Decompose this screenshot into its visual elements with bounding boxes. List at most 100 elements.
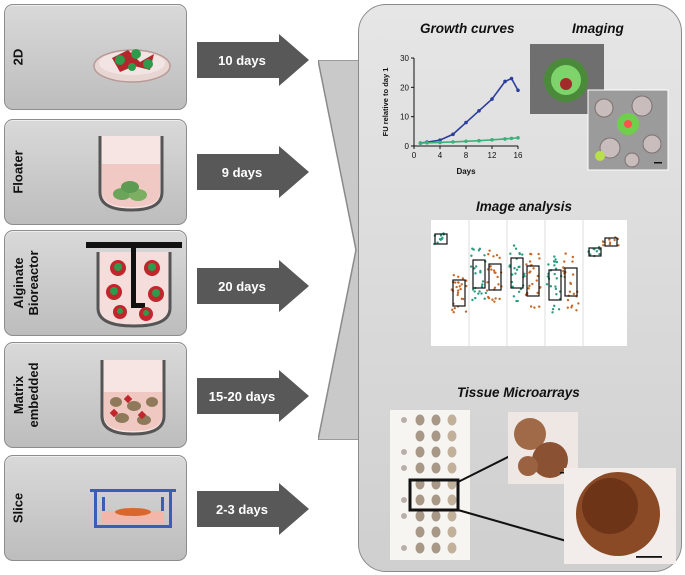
boxplot-point (477, 292, 480, 295)
boxplot-point (513, 267, 516, 270)
boxplot-point (557, 308, 561, 311)
image-analysis-boxplot (431, 220, 627, 346)
boxplot-point (473, 267, 476, 270)
boxplot-point (453, 307, 457, 310)
method-label-floater: Floater (10, 150, 26, 194)
y-axis-label: FU relative to day 1 (381, 68, 390, 137)
method-label-2d: 2D (10, 48, 26, 66)
boxplot-point (537, 305, 541, 308)
boxplot-point (471, 247, 474, 250)
tma-core (447, 510, 457, 522)
image-analysis-title: Image analysis (476, 199, 573, 214)
x-tick-label: 12 (488, 151, 497, 160)
boxplot-point (456, 293, 459, 297)
boxplot-point (493, 300, 496, 303)
boxplot-point (452, 273, 456, 277)
method-label-matrix-line2: embedded (26, 362, 41, 428)
tma-core (447, 446, 457, 458)
tma-core (415, 446, 425, 458)
boxplot-point (533, 306, 536, 309)
x-tick-label: 8 (464, 151, 469, 160)
boxplot-point (514, 247, 518, 250)
boxplot-point (570, 306, 573, 309)
boxplot-point (438, 237, 442, 241)
y-tick-label: 20 (400, 83, 409, 92)
boxplot-point (456, 291, 460, 295)
boxplot-point (525, 263, 528, 266)
boxplot-point (554, 287, 558, 291)
tma-core (401, 545, 407, 551)
boxplot-point (480, 285, 484, 288)
x-tick-label: 4 (438, 151, 443, 160)
tma-core (431, 462, 441, 474)
series-point-0 (464, 120, 468, 125)
boxplot-point (457, 289, 460, 292)
boxplot-point (498, 256, 501, 260)
boxplot-point (537, 252, 540, 256)
tma-core (401, 417, 407, 423)
boxplot-point (553, 264, 556, 267)
boxplot-point (563, 260, 566, 263)
boxplot-point (477, 249, 481, 252)
boxplot-point (491, 298, 494, 301)
boxplot-point (487, 253, 490, 256)
series-point-0 (490, 97, 494, 101)
series-point-0 (509, 76, 514, 81)
boxplot-point (458, 285, 461, 288)
x-tick-label: 16 (514, 151, 523, 160)
boxplot-point (451, 308, 454, 312)
arrow-alginate-duration: 20 days (197, 260, 309, 312)
boxplot-point (460, 283, 463, 286)
method-label-alginate-line2: Bioreactor (26, 250, 41, 316)
tma-core (401, 513, 407, 519)
boxplot-point (532, 267, 535, 270)
boxplot-point (528, 260, 532, 263)
tma-core (431, 526, 441, 538)
boxplot-point (492, 269, 496, 272)
tma-core (415, 510, 425, 522)
method-label-slice: Slice (10, 492, 26, 524)
boxplot-point (575, 309, 578, 312)
boxplot-point (521, 253, 524, 256)
boxplot-point (608, 243, 612, 246)
series-point-1 (516, 135, 520, 140)
boxplot-point (553, 272, 556, 276)
boxplot-point (598, 252, 601, 256)
tma-core (431, 542, 441, 554)
boxplot-point (566, 298, 570, 302)
boxplot-point (495, 253, 499, 257)
boxplot-point (555, 260, 559, 264)
boxplot-point (571, 260, 574, 263)
boxplot-point (530, 253, 533, 256)
boxplot-point (608, 238, 611, 241)
arrow-2d-duration: 10 days (197, 34, 309, 86)
series-point-1 (477, 138, 481, 143)
boxplot-point (553, 260, 557, 263)
boxplot-point (554, 267, 558, 270)
boxplot-point (461, 277, 465, 280)
series-line-0 (420, 77, 519, 144)
bioreactor-illustration (86, 242, 182, 328)
boxplot-point (549, 285, 553, 288)
boxplot-point (469, 265, 473, 268)
boxplot-point (481, 283, 484, 286)
tma-core (415, 430, 425, 442)
method-label-alginate-line1: Alginate (11, 257, 26, 309)
boxplot-point (602, 240, 605, 244)
tma-core (415, 542, 425, 554)
boxplot-point (454, 281, 457, 284)
boxplot-point (509, 252, 512, 255)
series-point-0 (477, 109, 481, 113)
boxplot-point (471, 298, 474, 302)
series-line-1 (420, 136, 519, 144)
arrow-floater-duration: 9 days (197, 146, 309, 198)
boxplot-point (536, 291, 539, 295)
tma-core (447, 414, 457, 426)
series-point-1 (451, 140, 455, 144)
boxplot-point (465, 284, 468, 288)
tma-core (401, 449, 407, 455)
boxplot-point (529, 305, 533, 308)
boxplot-point (452, 311, 455, 314)
boxplot-point (538, 257, 541, 260)
boxplot-point (439, 234, 443, 237)
